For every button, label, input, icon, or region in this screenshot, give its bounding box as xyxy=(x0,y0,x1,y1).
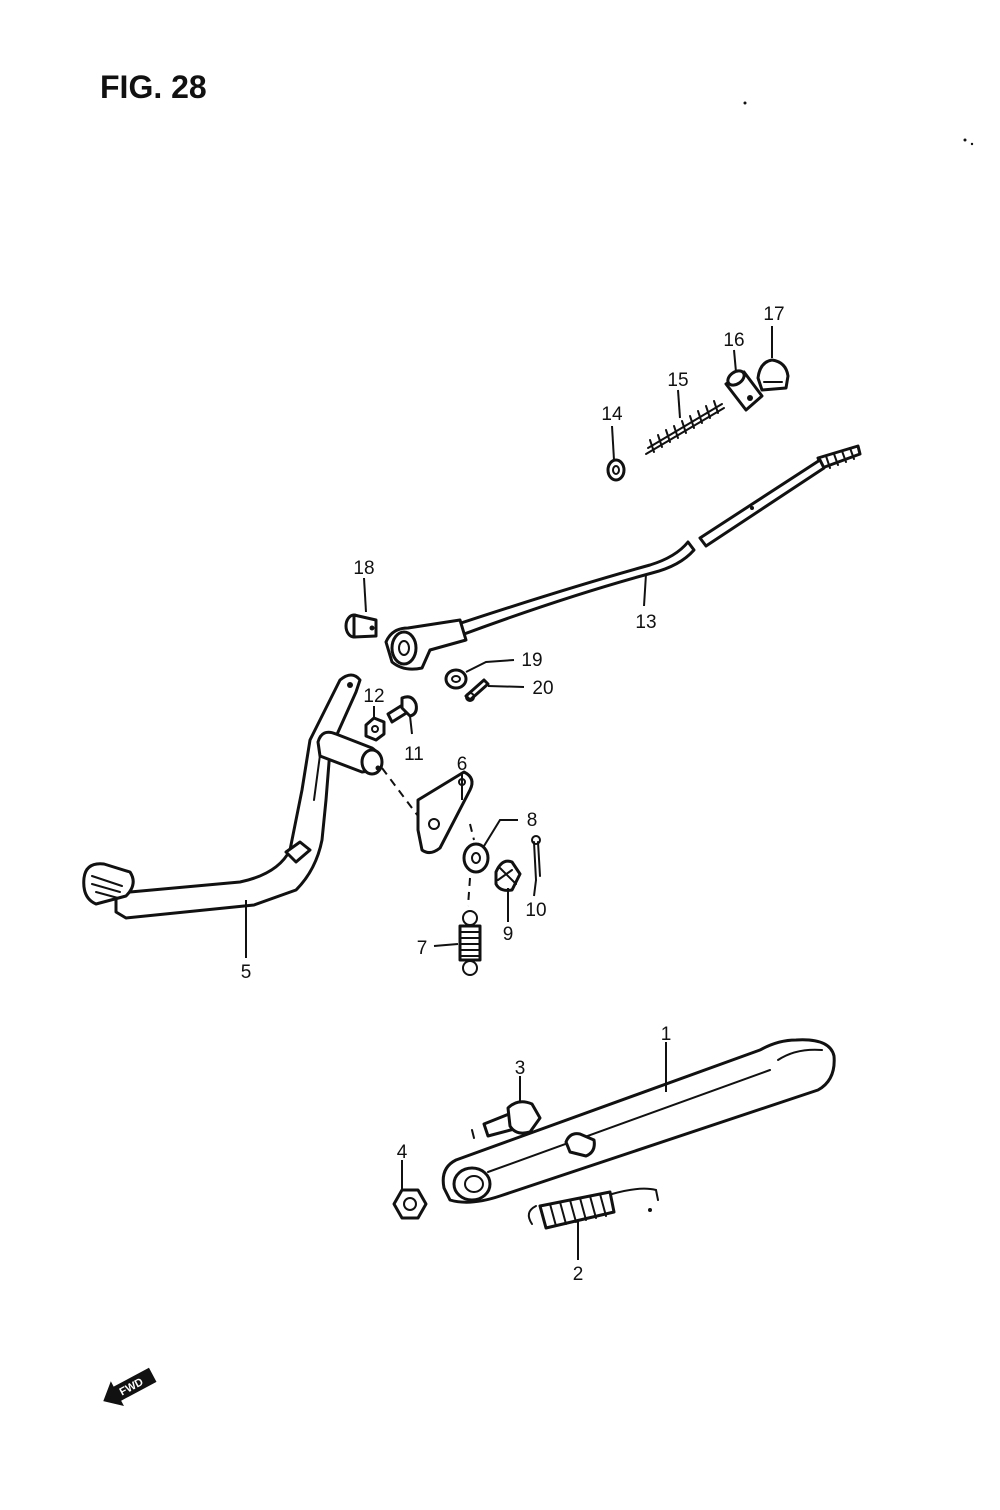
callout-1: 1 xyxy=(661,1024,672,1045)
callout-10: 10 xyxy=(525,900,546,921)
part-17-cap-nut xyxy=(756,358,790,392)
callout-20: 20 xyxy=(532,678,553,699)
part-18-clevis-pin xyxy=(344,613,378,639)
callout-17: 17 xyxy=(763,304,784,325)
callout-8: 8 xyxy=(527,810,538,831)
callout-6: 6 xyxy=(457,754,468,775)
part-5-brake-pedal xyxy=(82,673,384,920)
callout-14: 14 xyxy=(601,404,623,425)
callout-3: 3 xyxy=(515,1058,526,1079)
part-4-nut xyxy=(392,1188,428,1220)
part-8-washer xyxy=(462,842,490,874)
callout-5: 5 xyxy=(241,962,252,983)
callout-19: 19 xyxy=(521,650,542,671)
leader-lines xyxy=(245,326,773,1260)
part-20-cotter-pin xyxy=(464,678,490,702)
part-7-return-spring xyxy=(458,910,482,976)
part-12-nut xyxy=(364,716,386,742)
part-11-bolt xyxy=(386,695,418,724)
callout-12: 12 xyxy=(363,686,384,707)
callout-7: 7 xyxy=(417,938,428,959)
callout-15: 15 xyxy=(667,370,688,391)
part-13-brake-rod xyxy=(384,444,862,671)
fwd-arrow-icon: FWD xyxy=(103,1367,157,1406)
figure-title: FIG. 28 xyxy=(100,69,207,105)
part-15-spring xyxy=(645,400,725,455)
part-2-spring xyxy=(527,1187,659,1230)
callout-9: 9 xyxy=(503,924,514,945)
callout-18: 18 xyxy=(353,558,374,579)
part-1-side-stand xyxy=(441,1038,836,1204)
callout-2: 2 xyxy=(573,1264,584,1285)
part-3-bolt xyxy=(471,1100,542,1139)
callout-13: 13 xyxy=(635,612,656,633)
part-9-castle-nut xyxy=(494,859,522,892)
callout-11: 11 xyxy=(404,744,424,765)
callout-4: 4 xyxy=(397,1142,408,1163)
callout-numbers: 1 2 3 4 5 6 7 8 9 10 11 12 13 14 15 16 1… xyxy=(241,304,785,1285)
part-14-washer xyxy=(606,458,626,482)
callout-16: 16 xyxy=(723,330,744,351)
part-10-cotter-pin xyxy=(531,835,541,881)
part-19-washer xyxy=(444,668,468,690)
part-6-bracket xyxy=(416,770,474,855)
part-16-collar xyxy=(724,369,764,412)
